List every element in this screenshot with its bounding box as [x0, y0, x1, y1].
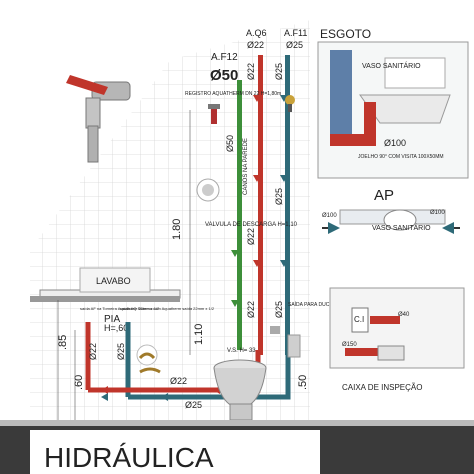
dim-180: 1.80 [171, 219, 183, 240]
dim-60: .60 [73, 375, 85, 390]
ap-title: AP [374, 187, 394, 204]
dim-85: .85 [57, 335, 69, 350]
note-aq: saída AQ Sistema com Aquatherm saída 22m… [120, 306, 215, 311]
note-af: saída AF na Torneira Aquatherm 22mm x 1/… [80, 306, 160, 311]
af11-dia: Ø25 [286, 40, 303, 50]
registro-label: REGISTRO AQUATHERM DN 22 H=1,80m [185, 91, 281, 97]
flow-arrows [231, 95, 288, 307]
valvula-label: VALVULA DE DESCARGA H=1,10 [205, 222, 298, 228]
af11-dia-bottom: Ø25 [274, 301, 284, 318]
hot-feed-dia: Ø22 [170, 376, 187, 386]
pia-label: PIA [104, 314, 120, 325]
af12-dia: Ø50 [210, 67, 238, 84]
esgoto-toilet-icon [359, 57, 451, 124]
esgoto-stack-pipe [330, 50, 352, 140]
aq6-dia-bottom: Ø22 [246, 301, 256, 318]
title-box [30, 430, 320, 474]
sink-cold-dia: Ø25 [116, 343, 126, 360]
lavabo-label: LAVABO [96, 276, 131, 286]
af11-label: A.F11 [284, 28, 307, 38]
esgoto-pipe [330, 102, 376, 146]
cold-feed-line [128, 350, 291, 400]
af12-label: A.F12 [211, 52, 238, 63]
af12-dia-mid: Ø50 [225, 135, 235, 152]
registro-valve-icon [208, 104, 220, 124]
toilet-icon [213, 359, 267, 421]
af12-pipe [237, 80, 242, 350]
ap-dia-left: Ø100 [322, 213, 337, 219]
aq6-dia-upper: Ø22 [246, 63, 256, 80]
pia-h-label: H=,60 [104, 323, 128, 333]
esgoto-dia: Ø100 [384, 138, 406, 148]
esgoto-note: JOELHO 90° COM VISITA 100X50MM [358, 154, 444, 160]
sink-hot-dia: Ø22 [88, 343, 98, 360]
ducha-valve-icon [270, 326, 280, 334]
aq6-pipe [258, 55, 263, 355]
caixa-dia-40: Ø40 [398, 312, 410, 318]
tiled-wall-lower [30, 250, 310, 430]
canos-label: CANOS NA PAREDE [243, 138, 249, 195]
caixa-label: CAIXA DE INSPEÇÃO [342, 383, 422, 392]
af11-dia-upper: Ø25 [274, 63, 284, 80]
faucet-icon [66, 75, 131, 163]
aq6-dia: Ø22 [247, 40, 264, 50]
cold-feed-dia: Ø25 [185, 400, 202, 410]
ci-label: C.I [354, 315, 364, 324]
page-title: HIDRÁULICA [44, 442, 214, 473]
caixa-dia-150: Ø150 [342, 342, 357, 348]
ducha-icon [287, 334, 301, 358]
ap-toilet-label: VASO SANITÁRIO [372, 223, 431, 232]
registro-small-icon [285, 95, 295, 112]
siphon-icon [139, 367, 161, 374]
dim-110: 1.10 [193, 324, 205, 345]
esgoto-title: ESGOTO [320, 27, 371, 41]
aq6-dia-low: Ø22 [246, 228, 256, 245]
vs-label: V.S. H= 33 [227, 348, 256, 354]
aq6-label: A.Q6 [246, 28, 267, 38]
sink-basin [79, 267, 151, 293]
af11-dia-mid: Ø25 [274, 188, 284, 205]
af11-pipe [285, 55, 290, 355]
esgoto-toilet-label: VASO SANITÁRIO [362, 61, 421, 70]
ap-toilet-icon [383, 209, 417, 231]
drain-trap-icon [136, 344, 158, 366]
dim-50: .50 [297, 375, 309, 390]
ap-dia-right: Ø100 [430, 210, 445, 216]
